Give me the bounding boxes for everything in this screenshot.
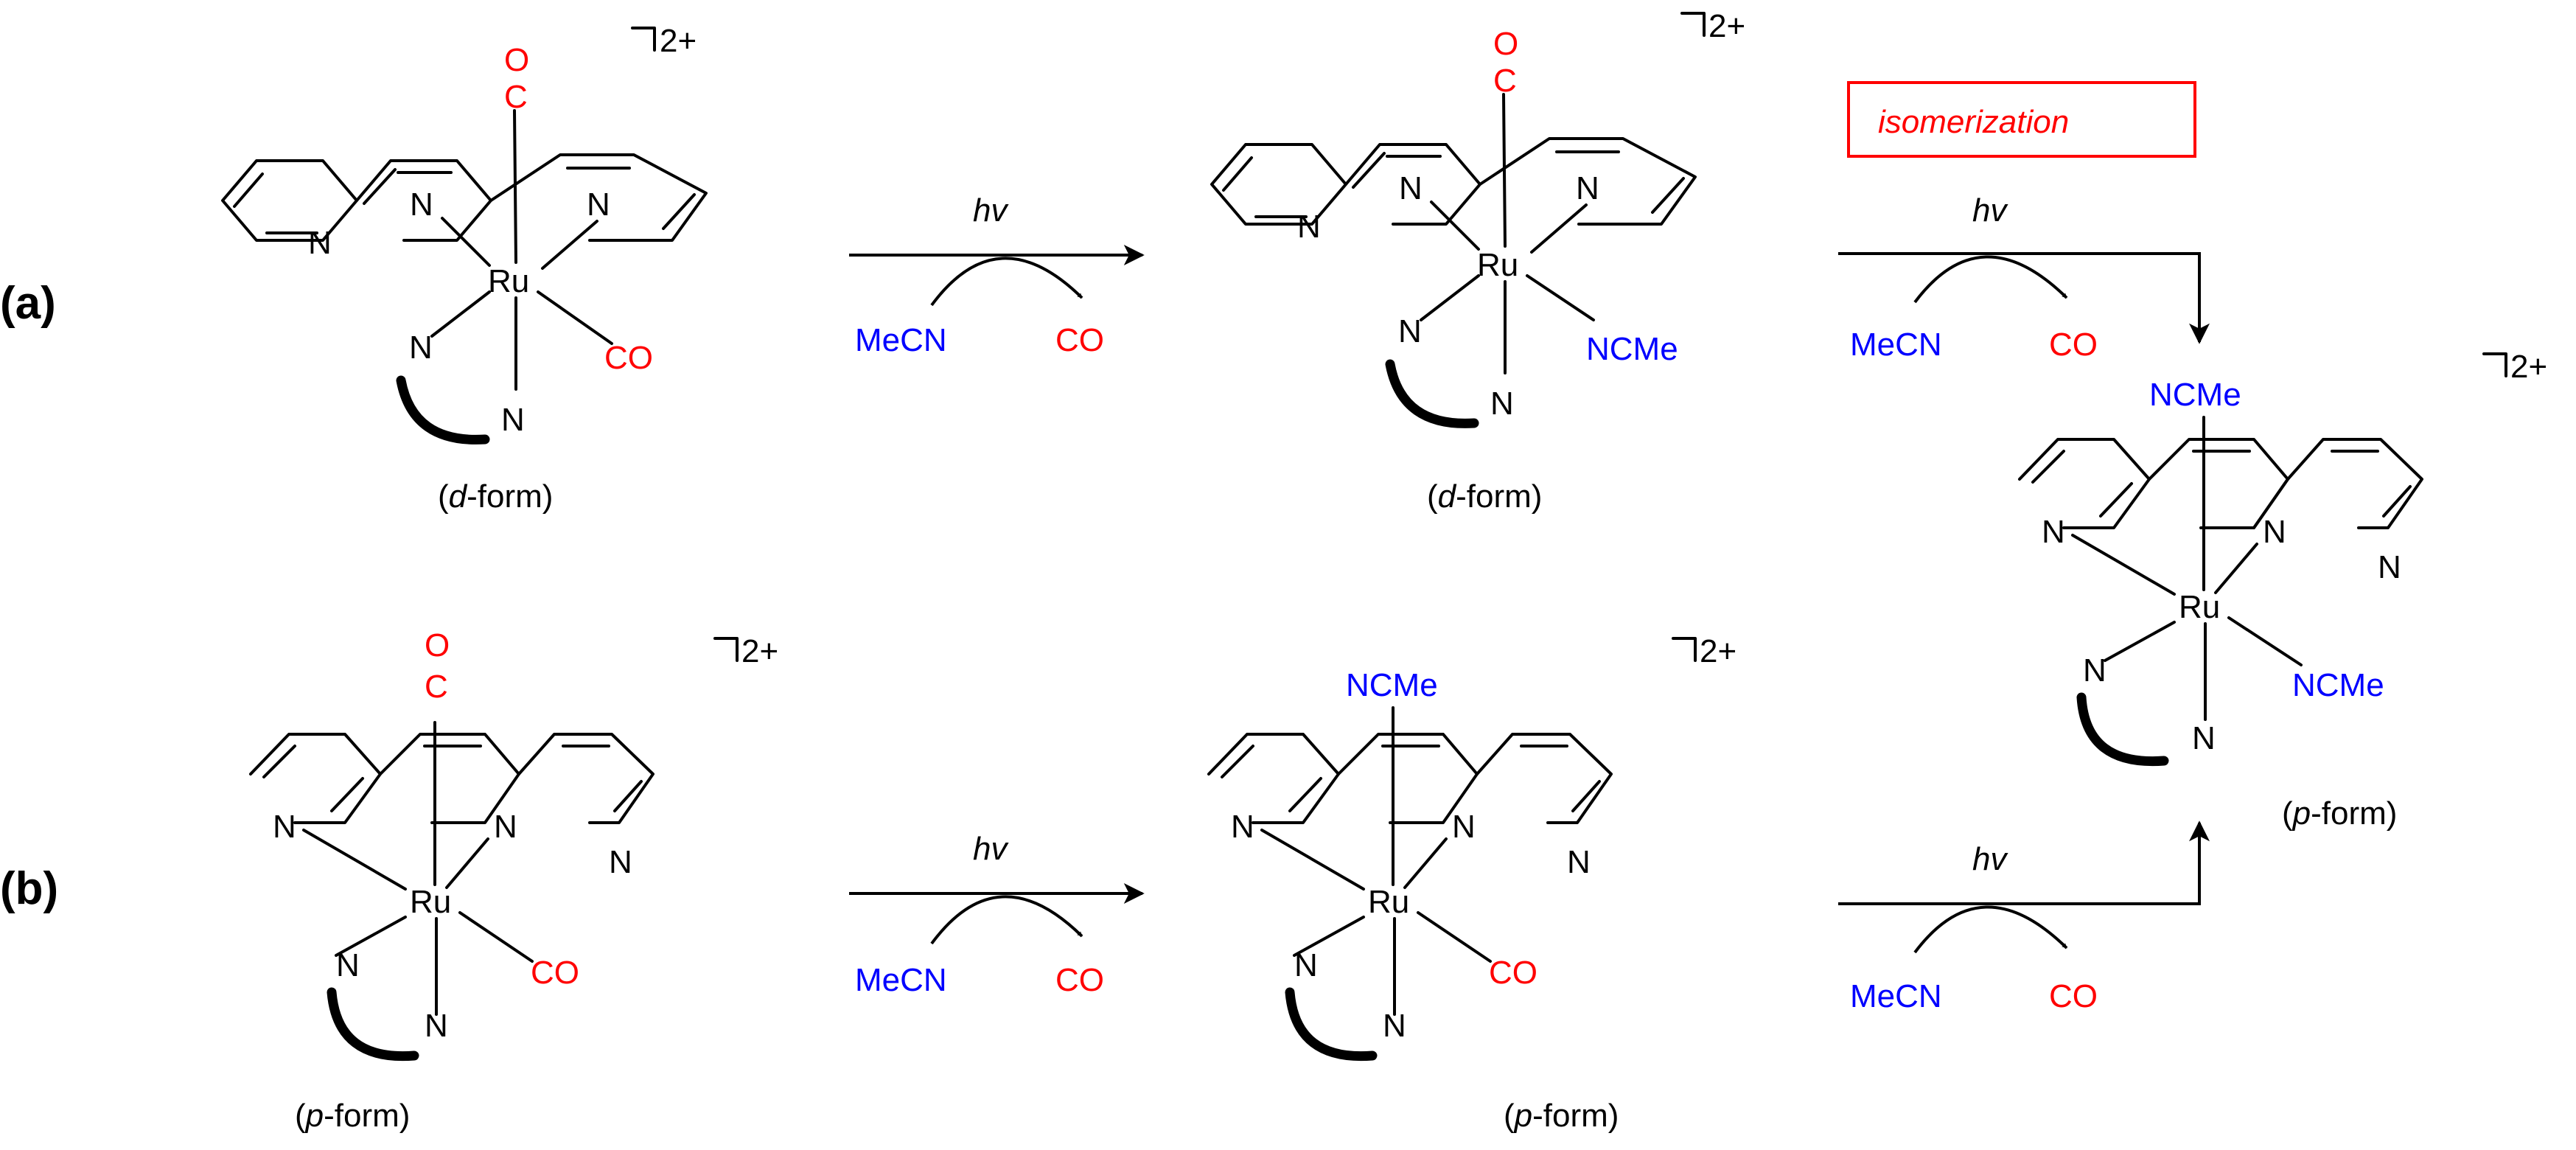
hv-label: hv bbox=[973, 192, 1009, 229]
atom-n: N bbox=[336, 947, 360, 983]
charge-label: 2+ bbox=[1708, 8, 1745, 44]
carbonyl-label: CO bbox=[1489, 955, 1537, 991]
ncme-label: NCMe bbox=[2149, 377, 2241, 413]
atom-c: C bbox=[504, 79, 528, 115]
complex-final: N N N Ru NCMe NCMe N N 2+ (p-form) bbox=[2018, 349, 2547, 832]
atom-n: N bbox=[1490, 386, 1514, 422]
hv-label: hv bbox=[1972, 192, 2008, 229]
hv-label: hv bbox=[1972, 841, 2008, 877]
complex-a2: N N N Ru O C NCMe N N 2+ (d-form) bbox=[1210, 8, 1745, 515]
ncme-label: NCMe bbox=[1346, 667, 1438, 703]
atom-n: N bbox=[2083, 652, 2106, 689]
atom-n: N bbox=[1452, 809, 1476, 845]
complex-b2: N N N Ru NCMe CO N N 2+ (p-form) bbox=[1207, 633, 1736, 1134]
atom-n: N bbox=[2042, 514, 2065, 550]
atom-n: N bbox=[2378, 549, 2401, 585]
atom-n: N bbox=[1297, 209, 1321, 245]
atom-ru: Ru bbox=[1477, 247, 1518, 283]
atom-n: N bbox=[1294, 947, 1318, 983]
atom-n: N bbox=[425, 1008, 448, 1044]
atom-n: N bbox=[409, 330, 433, 366]
atom-n: N bbox=[2263, 514, 2286, 550]
reaction-arrow-b2: hv MeCN CO bbox=[1838, 820, 2210, 1014]
atom-o: O bbox=[504, 42, 529, 78]
atom-n: N bbox=[1399, 170, 1423, 206]
mecn-label: MeCN bbox=[855, 962, 947, 998]
atom-n: N bbox=[1576, 170, 1599, 206]
atom-n: N bbox=[501, 402, 525, 438]
isomerization-box: isomerization bbox=[1847, 81, 2196, 158]
co-label: CO bbox=[1055, 962, 1104, 998]
atom-n: N bbox=[1398, 313, 1422, 349]
atom-n: N bbox=[1567, 844, 1591, 880]
charge-label: 2+ bbox=[660, 23, 697, 59]
mecn-label: MeCN bbox=[855, 322, 947, 358]
hv-label: hv bbox=[973, 831, 1009, 867]
row-label-b: (b) bbox=[0, 863, 58, 914]
atom-o: O bbox=[1493, 26, 1518, 62]
reaction-arrow-a1: hv MeCN CO bbox=[849, 192, 1145, 358]
atom-n: N bbox=[609, 844, 632, 880]
atom-n: N bbox=[308, 225, 332, 261]
reaction-arrow-a2: hv MeCN CO bbox=[1838, 192, 2210, 363]
atom-ru: Ru bbox=[488, 263, 529, 299]
co-label: CO bbox=[1055, 322, 1104, 358]
atom-n: N bbox=[587, 187, 610, 223]
atom-c: C bbox=[1493, 63, 1517, 99]
mecn-label: MeCN bbox=[1850, 978, 1942, 1014]
charge-label: 2+ bbox=[741, 633, 778, 669]
ncme-label: NCMe bbox=[2292, 667, 2384, 703]
form-label: (p-form) bbox=[2282, 795, 2397, 832]
atom-o: O bbox=[425, 627, 450, 663]
carbonyl-label: CO bbox=[531, 955, 579, 991]
atom-n: N bbox=[273, 809, 296, 845]
form-label: (d-form) bbox=[438, 478, 553, 515]
co-label: CO bbox=[2049, 327, 2098, 363]
row-label-a: (a) bbox=[0, 278, 56, 329]
reaction-arrow-b1: hv MeCN CO bbox=[849, 831, 1145, 998]
atom-ru: Ru bbox=[2179, 589, 2220, 625]
atom-c: C bbox=[425, 669, 448, 705]
form-label: (p-form) bbox=[295, 1098, 410, 1134]
mecn-label: MeCN bbox=[1850, 327, 1942, 363]
ncme-label: NCMe bbox=[1586, 331, 1678, 367]
complex-a1: N N N Ru O C CO N N 2+ (d-form) bbox=[221, 23, 708, 515]
atom-n: N bbox=[1383, 1008, 1406, 1044]
atom-n: N bbox=[2192, 720, 2216, 756]
isomerization-label: isomerization bbox=[1878, 104, 2069, 140]
atom-ru: Ru bbox=[1368, 884, 1409, 920]
complex-b1: N N N Ru O C CO N N 2+ (p-form) bbox=[249, 627, 778, 1134]
charge-label: 2+ bbox=[2510, 349, 2547, 385]
atom-ru: Ru bbox=[410, 884, 451, 920]
charge-label: 2+ bbox=[1700, 633, 1736, 669]
co-label: CO bbox=[2049, 978, 2098, 1014]
atom-n: N bbox=[1231, 809, 1254, 845]
form-label: (d-form) bbox=[1427, 478, 1542, 515]
carbonyl-label: CO bbox=[604, 340, 653, 376]
form-label: (p-form) bbox=[1504, 1098, 1619, 1134]
atom-n: N bbox=[410, 187, 433, 223]
atom-n: N bbox=[494, 809, 517, 845]
